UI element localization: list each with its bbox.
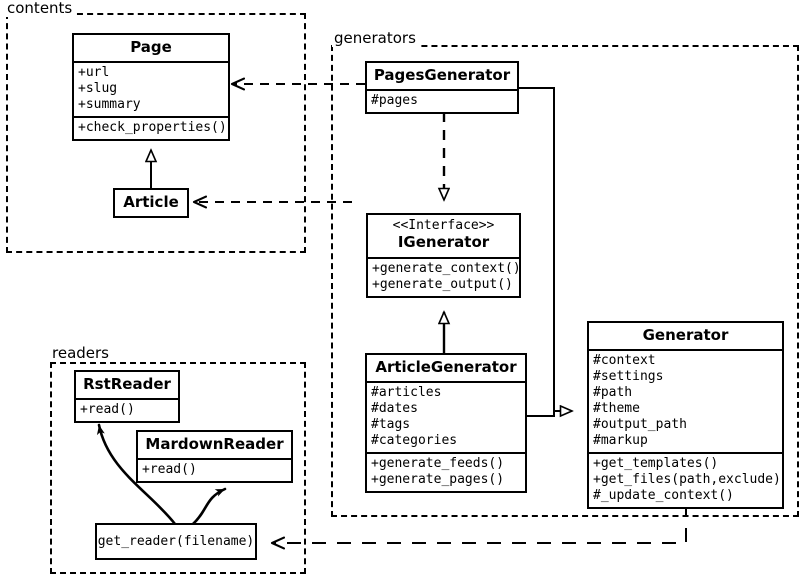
class-generator-operations: +get_templates() +get_files(path,exclude… [589,452,782,507]
class-igenerator-header: <<Interface>> IGenerator [368,215,519,257]
package-contents [6,13,306,253]
attribute: #articles [371,385,442,400]
attribute: #pages [371,93,418,108]
class-mardown-reader-operations: +read() [138,458,291,481]
class-page-attributes: +url +slug +summary [74,61,228,116]
operation: +get_files(path,exclude) [593,472,781,487]
function-get-reader-label: get_reader(filename) [97,533,255,549]
operation: +generate_pages() [371,472,505,487]
attribute: #path [593,385,633,400]
function-get-reader[interactable]: get_reader(filename) [95,523,257,560]
attribute: +summary [78,97,141,112]
class-mardown-reader-name: MardownReader [145,435,284,453]
operation: +check_properties() [78,120,227,135]
class-article-name: Article [123,193,179,211]
class-pages-generator-name: PagesGenerator [373,66,511,84]
operation: +generate_context() [372,261,521,276]
operation: +read() [80,402,135,417]
class-generator-attributes: #context #settings #path #theme #output_… [589,349,782,452]
attribute: #categories [371,433,458,448]
attribute: #markup [593,433,648,448]
class-page-operations: +check_properties() [74,116,228,139]
class-pages-generator[interactable]: PagesGenerator #pages [365,61,519,114]
class-article-generator[interactable]: ArticleGenerator #articles #dates #tags … [365,353,527,493]
operation: +generate_feeds() [371,456,505,471]
attribute: +url [78,65,110,80]
class-article-generator-name: ArticleGenerator [375,358,517,376]
class-page[interactable]: Page +url +slug +summary +check_properti… [72,33,230,141]
attribute: #settings [593,369,664,384]
class-rst-reader[interactable]: RstReader +read() [74,370,180,423]
class-pages-generator-attributes: #pages [367,89,517,112]
package-generators [331,45,799,517]
class-article-generator-operations: +generate_feeds() +generate_pages() [367,452,525,491]
package-contents-label: contents [5,0,76,17]
operation: +get_templates() [593,456,719,471]
attribute: +slug [78,81,118,96]
attribute: #tags [371,417,411,432]
class-generator-name: Generator [642,326,729,344]
class-igenerator-operations: +generate_context() +generate_output() [368,257,521,296]
package-readers-label: readers [50,345,112,362]
operation: +read() [142,462,197,477]
class-rst-reader-name: RstReader [83,375,171,393]
operation: #_update_context() [593,488,734,503]
class-page-name: Page [130,38,172,56]
class-rst-reader-operations: +read() [76,398,178,421]
attribute: #dates [371,401,418,416]
class-igenerator[interactable]: <<Interface>> IGenerator +generate_conte… [366,213,521,298]
class-article-generator-attributes: #articles #dates #tags #categories [367,381,525,452]
attribute: #output_path [593,417,687,432]
attribute: #theme [593,401,640,416]
class-igenerator-stereotype: <<Interface>> [392,218,495,233]
class-mardown-reader[interactable]: MardownReader +read() [136,430,293,483]
class-article[interactable]: Article [113,188,189,218]
operation: +generate_output() [372,277,513,292]
class-generator[interactable]: Generator #context #settings #path #them… [587,321,784,509]
class-igenerator-name: IGenerator [397,233,490,251]
package-generators-label: generators [332,30,419,47]
package-readers [50,362,306,574]
attribute: #context [593,353,656,368]
